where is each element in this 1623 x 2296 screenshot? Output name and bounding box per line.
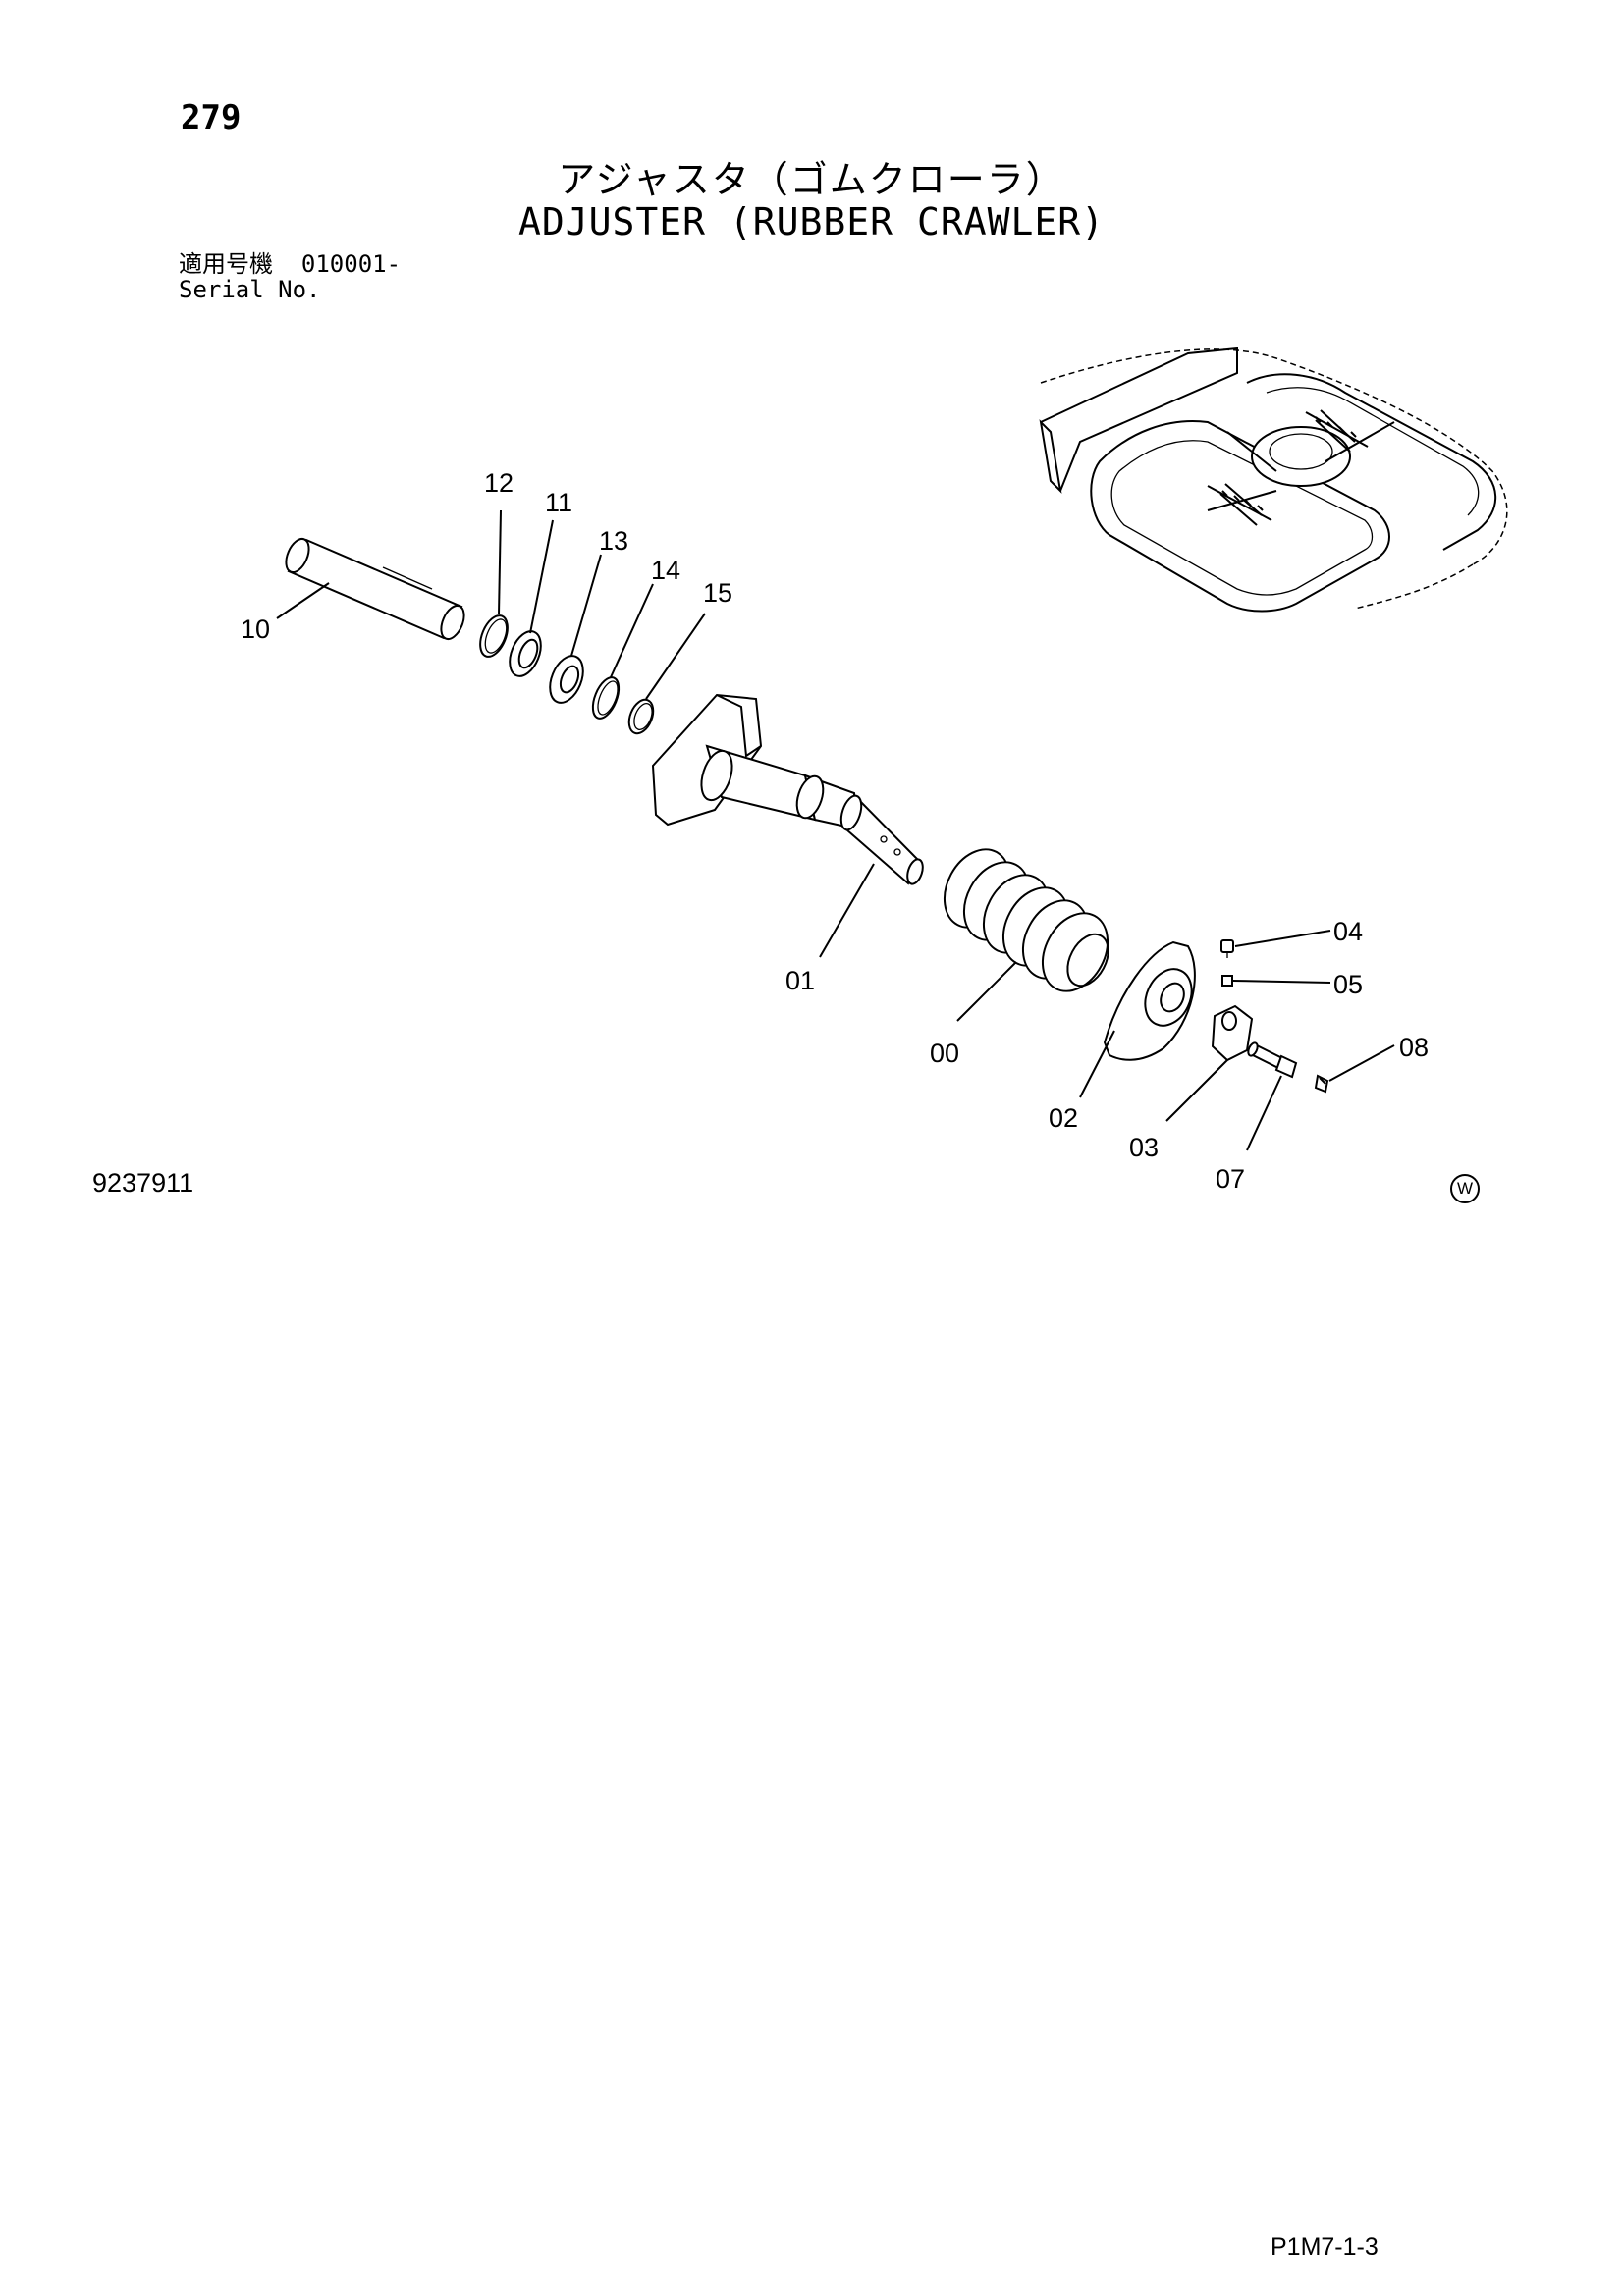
callout-labels: 12 11 13 14 15 10 01 00 04 05 08 02 03 0… — [241, 468, 1429, 1194]
part-01-rod-bracket — [651, 693, 924, 885]
part-11-nut — [509, 630, 542, 677]
callout-04: 04 — [1333, 917, 1363, 946]
part-05-fitting — [1221, 975, 1233, 987]
callout-15: 15 — [703, 578, 732, 608]
part-04-fitting — [1220, 939, 1234, 958]
callout-11: 11 — [545, 488, 572, 517]
callout-14: 14 — [651, 556, 680, 585]
machine-inset-illustration — [1039, 347, 1508, 613]
serial-value: 010001- — [300, 250, 402, 278]
part-13-washer — [549, 655, 584, 704]
part-00-spring — [943, 848, 1109, 992]
page-code: P1M7-1-3 — [1271, 2233, 1379, 2261]
callout-02: 02 — [1049, 1103, 1078, 1133]
serial-label-en: Serial No. — [179, 276, 321, 303]
part-02-plate — [1103, 940, 1196, 1061]
callout-01: 01 — [785, 966, 815, 995]
callout-05: 05 — [1333, 970, 1363, 999]
title-english: ADJUSTER (RUBBER CRAWLER) — [518, 200, 1105, 243]
part-07-valve — [1247, 1041, 1298, 1079]
callout-13: 13 — [599, 526, 628, 556]
callout-10: 10 — [241, 614, 270, 644]
drawing-number: 9237911 — [92, 1168, 194, 1198]
part-14-ring — [591, 676, 621, 720]
leader-lines — [276, 509, 1395, 1151]
part-12-snap-ring — [479, 614, 509, 658]
title-japanese: アジャスタ（ゴムクローラ） — [558, 158, 1065, 201]
part-08-cap — [1314, 1074, 1329, 1094]
spring-indicator-lower — [1207, 483, 1272, 526]
serial-label-jp: 適用号機 — [179, 250, 273, 278]
part-15-ring — [627, 698, 655, 735]
w-mark-icon: W — [1450, 1174, 1480, 1203]
callout-03: 03 — [1129, 1133, 1159, 1162]
exploded-parts-diagram: 12 11 13 14 15 10 01 00 04 05 08 02 03 0… — [241, 347, 1508, 1194]
callout-12: 12 — [484, 468, 514, 498]
part-10-pin — [285, 537, 465, 641]
callout-07: 07 — [1216, 1164, 1245, 1194]
serial-row-jp: 適用号機 010001- — [179, 251, 401, 277]
callout-08: 08 — [1399, 1033, 1429, 1062]
callout-00: 00 — [930, 1039, 959, 1068]
part-03-block — [1211, 1004, 1254, 1062]
spring-indicator-upper — [1305, 409, 1369, 453]
page-number: 279 — [181, 98, 242, 137]
serial-block: 適用号機 010001- Serial No. — [179, 251, 401, 302]
